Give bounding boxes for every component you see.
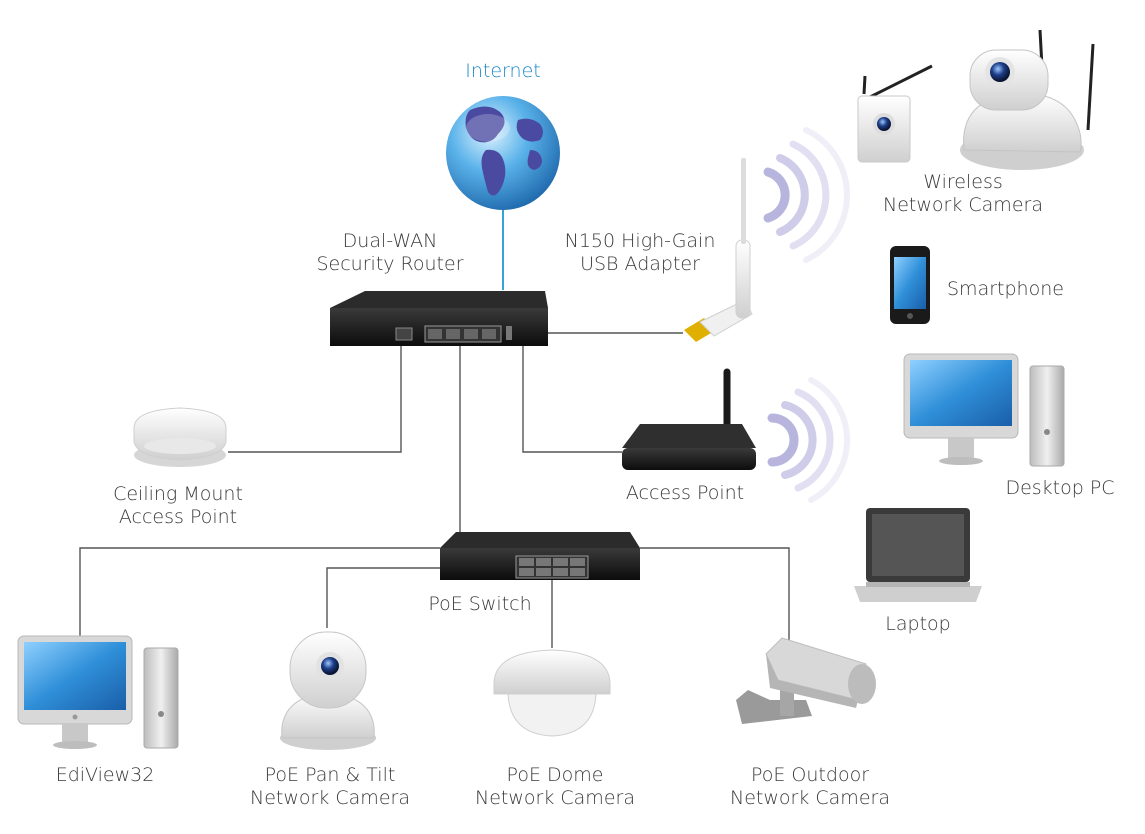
outdoor-label: PoE Outdoor Network Camera bbox=[720, 764, 900, 810]
pan-tilt-label: PoE Pan & Tilt Network Camera bbox=[240, 764, 420, 810]
router-label-line1: Dual-WAN bbox=[342, 230, 438, 252]
dome-camera-icon bbox=[493, 649, 611, 737]
wireless-camera-icon bbox=[857, 29, 1095, 170]
pan-tilt-camera-icon bbox=[280, 631, 376, 750]
outdoor-camera-icon bbox=[736, 637, 876, 724]
usb-adapter-label-line2: USB Adapter bbox=[580, 253, 700, 275]
dome-label-line2: Network Camera bbox=[475, 787, 635, 809]
connection-lines bbox=[79, 332, 790, 648]
pan-tilt-label-line1: PoE Pan & Tilt bbox=[264, 764, 396, 786]
wifi-waves-icon bbox=[763, 127, 850, 263]
smartphone-icon bbox=[890, 246, 930, 324]
access-point-label: Access Point bbox=[625, 482, 745, 504]
dome-label-line1: PoE Dome bbox=[506, 764, 604, 786]
wifi-waves-icon bbox=[767, 377, 850, 503]
poe-switch-icon bbox=[440, 532, 640, 580]
wireless-camera-label: Wireless Network Camera bbox=[868, 171, 1058, 217]
globe-icon bbox=[446, 96, 560, 210]
link-router-ceiling-ap bbox=[228, 345, 402, 453]
poe-switch-label: PoE Switch bbox=[428, 593, 532, 615]
ediview-label: EdiView32 bbox=[55, 764, 155, 786]
dome-label: PoE Dome Network Camera bbox=[465, 764, 645, 810]
pan-tilt-label-line2: Network Camera bbox=[250, 787, 410, 809]
ceiling-ap-icon bbox=[133, 407, 227, 467]
link-switch-outdoor bbox=[640, 547, 790, 643]
laptop-icon bbox=[854, 508, 982, 602]
usb-adapter-icon bbox=[684, 158, 753, 342]
router-label: Dual-WAN Security Router bbox=[290, 230, 490, 276]
wireless-camera-label-line2: Network Camera bbox=[883, 194, 1043, 216]
desktop-pc-label: Desktop PC bbox=[1005, 477, 1115, 499]
usb-adapter-label: N150 High-Gain USB Adapter bbox=[545, 230, 735, 276]
smartphone-label: Smartphone bbox=[947, 278, 1064, 300]
outdoor-label-line2: Network Camera bbox=[730, 787, 890, 809]
wireless-camera-label-line1: Wireless bbox=[923, 171, 1003, 193]
link-switch-ediview bbox=[79, 547, 440, 638]
internet-label: Internet bbox=[465, 60, 541, 82]
desktop-pc-icon bbox=[17, 635, 179, 749]
laptop-label: Laptop bbox=[885, 613, 951, 635]
link-switch-pantilt bbox=[326, 567, 440, 628]
router-label-line2: Security Router bbox=[316, 253, 464, 275]
usb-adapter-label-line1: N150 High-Gain bbox=[564, 230, 716, 252]
ceiling-ap-label: Ceiling Mount Access Point bbox=[93, 483, 263, 529]
link-router-access-point bbox=[522, 345, 622, 453]
access-point-icon bbox=[622, 368, 756, 470]
router-icon bbox=[330, 291, 548, 346]
ceiling-ap-label-line1: Ceiling Mount bbox=[113, 483, 243, 505]
outdoor-label-line1: PoE Outdoor bbox=[750, 764, 870, 786]
ceiling-ap-label-line2: Access Point bbox=[118, 506, 238, 528]
desktop-pc-icon bbox=[903, 353, 1065, 467]
